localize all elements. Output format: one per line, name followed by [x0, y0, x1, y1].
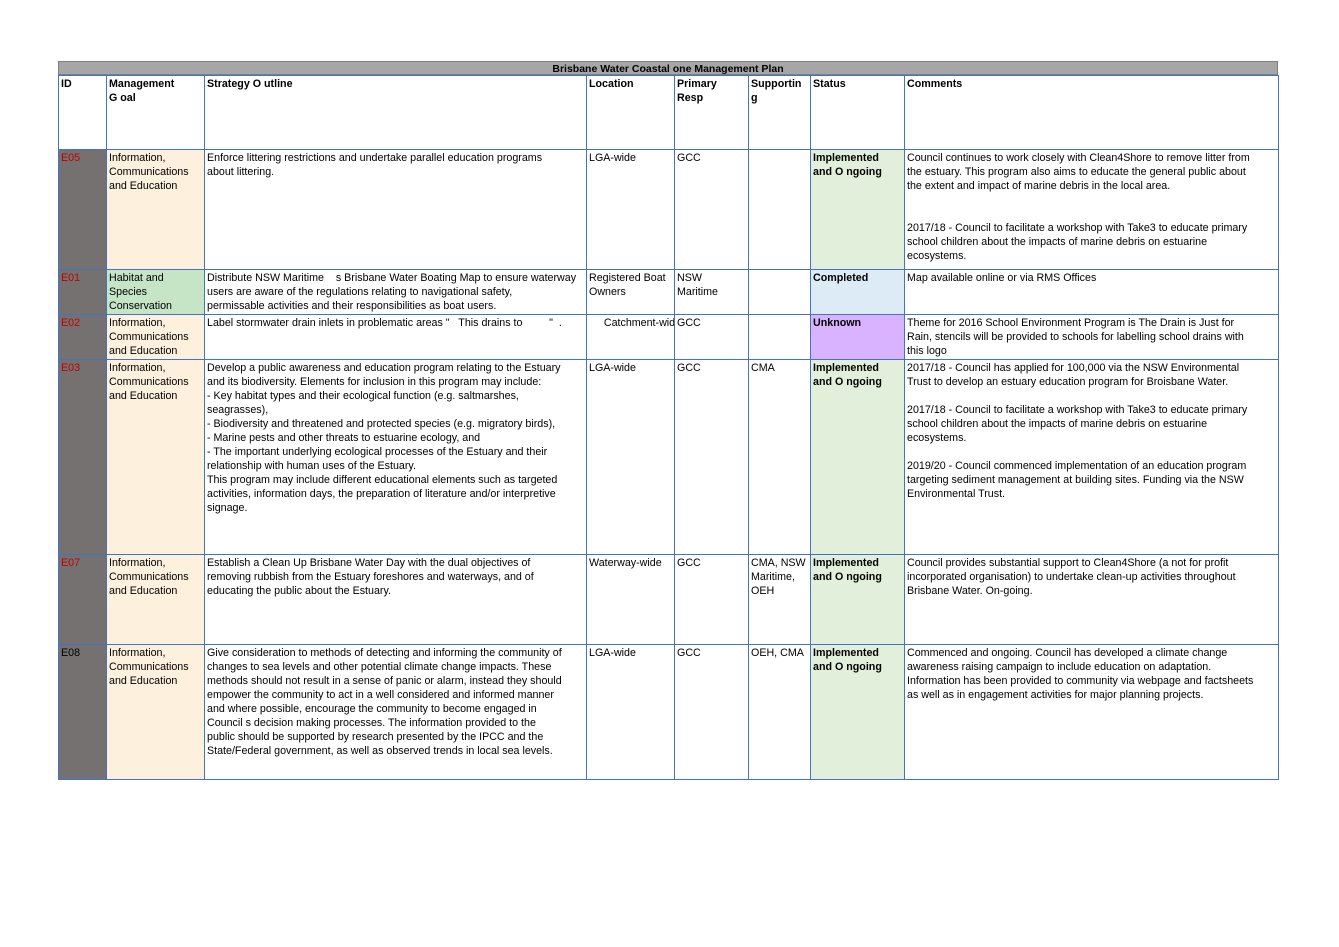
- col-header-comments: Comments: [904, 75, 1279, 150]
- row-strategy: Label stormwater drain inlets in problem…: [204, 314, 587, 360]
- row-comment-paragraph: 2019/20 - Council commenced implementati…: [907, 460, 1247, 500]
- row-status: Implemented and O ngoing: [810, 554, 905, 645]
- col-header-primary: Primary Resp: [674, 75, 749, 150]
- row-strategy: Enforce littering restrictions and under…: [204, 149, 587, 270]
- row-location: LGA-wide: [586, 644, 675, 780]
- table-row: E08 Information, Communications and Educ…: [58, 644, 1279, 780]
- row-goal: Information, Communications and Educatio…: [106, 359, 205, 555]
- row-comment-paragraph: 2017/18 - Council to facilitate a worksh…: [907, 404, 1248, 444]
- row-id: E08: [58, 644, 107, 780]
- header-row: ID Management G oal Strategy O utline Lo…: [58, 75, 1279, 150]
- row-primary: GCC: [674, 554, 749, 645]
- row-supporting: [748, 149, 811, 270]
- row-goal: Information, Communications and Educatio…: [106, 644, 205, 780]
- row-id: E07: [58, 554, 107, 645]
- row-primary: GCC: [674, 149, 749, 270]
- row-id: E01: [58, 269, 107, 315]
- strategy-table: ID Management G oal Strategy O utline Lo…: [58, 75, 1279, 780]
- col-header-strategy: Strategy O utline: [204, 75, 587, 150]
- row-id: E03: [58, 359, 107, 555]
- table-row: E05 Information, Communications and Educ…: [58, 149, 1279, 270]
- row-supporting: [748, 269, 811, 315]
- col-header-id: ID: [58, 75, 107, 150]
- row-strategy: Give consideration to methods of detecti…: [204, 644, 587, 780]
- row-comments: Commenced and ongoing. Council has devel…: [904, 644, 1279, 780]
- row-strategy: Establish a Clean Up Brisbane Water Day …: [204, 554, 587, 645]
- row-status: Implemented and O ngoing: [810, 359, 905, 555]
- row-status: Implemented and O ngoing: [810, 644, 905, 780]
- row-supporting: OEH, CMA: [748, 644, 811, 780]
- row-comments: Theme for 2016 School Environment Progra…: [904, 314, 1279, 360]
- row-supporting: [748, 314, 811, 360]
- row-primary: GCC: [674, 314, 749, 360]
- row-goal: Habitat and Species Conservation: [106, 269, 205, 315]
- row-location: Waterway-wide: [586, 554, 675, 645]
- row-comment-paragraph: 2017/18 - Council to facilitate a worksh…: [907, 222, 1248, 262]
- row-id-text: E08: [61, 647, 81, 659]
- row-id: E02: [58, 314, 107, 360]
- row-comments: Council continues to work closely with C…: [904, 149, 1279, 270]
- col-header-status: Status: [810, 75, 905, 150]
- row-comments: Council provides substantial support to …: [904, 554, 1279, 645]
- col-header-supporting: Supportin g: [748, 75, 811, 150]
- row-primary: NSW Maritime: [674, 269, 749, 315]
- row-goal: Information, Communications and Educatio…: [106, 149, 205, 270]
- row-location: Catchment-wide: [586, 314, 675, 360]
- row-primary: GCC: [674, 644, 749, 780]
- row-location: LGA-wide: [586, 359, 675, 555]
- table-row: E02 Information, Communications and Educ…: [58, 314, 1279, 360]
- row-status: Unknown: [810, 314, 905, 360]
- col-header-goal: Management G oal: [106, 75, 205, 150]
- row-goal: Information, Communications and Educatio…: [106, 554, 205, 645]
- row-status: Completed: [810, 269, 905, 315]
- row-supporting: CMA, NSW Maritime, OEH: [748, 554, 811, 645]
- table-row: E07 Information, Communications and Educ…: [58, 554, 1279, 645]
- row-id-text: E07: [61, 557, 81, 569]
- row-strategy: Develop a public awareness and education…: [204, 359, 587, 555]
- row-comment-paragraph: 2017/18 - Council has applied for 100,00…: [907, 362, 1240, 388]
- row-location: Registered Boat Owners: [586, 269, 675, 315]
- row-id: E05: [58, 149, 107, 270]
- table-row: E03 Information, Communications and Educ…: [58, 359, 1279, 555]
- row-id-text: E01: [61, 272, 81, 284]
- page-title: Brisbane Water Coastal one Management Pl…: [58, 61, 1278, 75]
- row-location: LGA-wide: [586, 149, 675, 270]
- row-primary: GCC: [674, 359, 749, 555]
- row-comment-paragraph: Council continues to work closely with C…: [907, 152, 1250, 192]
- row-comments: Map available online or via RMS Offices: [904, 269, 1279, 315]
- row-strategy: Distribute NSW Maritime s Brisbane Water…: [204, 269, 587, 315]
- management-plan-sheet: Brisbane Water Coastal one Management Pl…: [58, 61, 1279, 780]
- row-supporting: CMA: [748, 359, 811, 555]
- row-id-text: E02: [61, 317, 81, 329]
- row-id-text: E05: [61, 152, 81, 164]
- table-row: E01 Habitat and Species Conservation Dis…: [58, 269, 1279, 315]
- row-status: Implemented and O ngoing: [810, 149, 905, 270]
- col-header-location: Location: [586, 75, 675, 150]
- row-goal: Information, Communications and Educatio…: [106, 314, 205, 360]
- row-comments: 2017/18 - Council has applied for 100,00…: [904, 359, 1279, 555]
- row-id-text: E03: [61, 362, 81, 374]
